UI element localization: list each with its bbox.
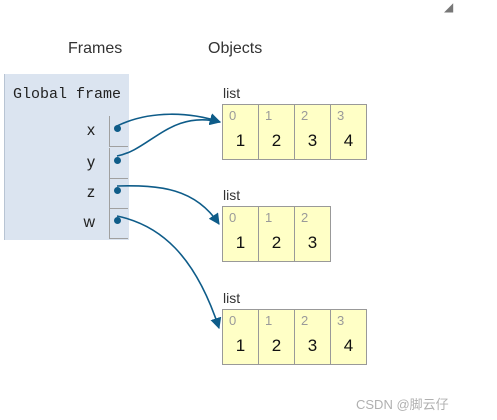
variable-row-x: x: [5, 116, 129, 148]
list-value: 2: [271, 131, 282, 150]
pointer-cell: [109, 178, 128, 209]
list-index: 2: [301, 108, 309, 123]
variable-row-z: z: [5, 178, 129, 210]
pointer-dot[interactable]: [114, 157, 121, 164]
list-index: 2: [301, 210, 309, 225]
pointer-cell: [109, 148, 128, 179]
pointer-cell: [109, 208, 128, 239]
resize-grip-icon[interactable]: ◢: [444, 0, 454, 14]
list-index: 2: [301, 313, 309, 328]
objects-header: Objects: [208, 40, 263, 57]
list-type-label: list: [223, 187, 241, 203]
pointer-dot[interactable]: [114, 187, 121, 194]
list-value: 3: [307, 233, 318, 252]
list-index: 0: [229, 108, 237, 123]
variable-row-w: w: [5, 208, 129, 240]
pointer-cell: [109, 116, 128, 147]
frames-header: Frames: [68, 40, 123, 57]
watermark: CSDN @脚云仔: [356, 397, 449, 412]
variable-name: x: [87, 122, 95, 139]
global-frame: Global frame x y z w: [4, 74, 129, 240]
list-value: 4: [343, 131, 354, 150]
list-index: 1: [265, 313, 273, 328]
list-value: 4: [343, 336, 354, 355]
arrow-w-to-list-2: [116, 215, 222, 330]
list-index: 0: [229, 210, 237, 225]
list-value: 3: [307, 131, 318, 150]
list-value: 1: [235, 233, 246, 252]
variable-name: w: [83, 214, 95, 231]
variable-name: z: [87, 184, 95, 201]
global-frame-title: Global frame: [13, 86, 122, 103]
list-value: 2: [271, 233, 282, 252]
list-value: 2: [271, 336, 282, 355]
list-value: 3: [307, 336, 318, 355]
arrow-z-to-list-1: [116, 185, 220, 225]
list-index: 1: [265, 210, 273, 225]
arrow-y-to-list-0: [116, 114, 222, 157]
list-index: 0: [229, 313, 237, 328]
list-index: 1: [265, 108, 273, 123]
variable-name: y: [87, 154, 95, 171]
list-type-label: list: [223, 290, 241, 306]
list-value: 1: [235, 131, 246, 150]
list-index: 3: [337, 108, 345, 123]
pointer-dot[interactable]: [114, 125, 121, 132]
list-index: 3: [337, 313, 345, 328]
pointer-dot[interactable]: [114, 217, 121, 224]
variable-row-y: y: [5, 148, 129, 180]
list-value: 1: [235, 336, 246, 355]
list-type-label: list: [223, 85, 241, 101]
